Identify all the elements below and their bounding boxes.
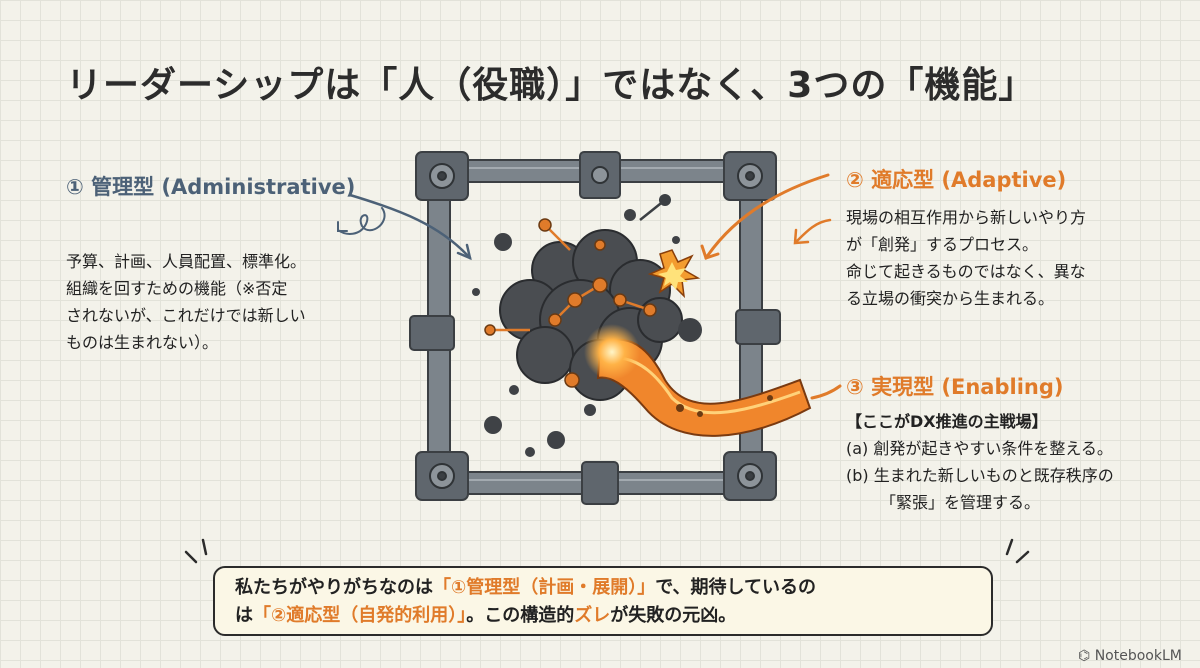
desc-line: (a) 創発が起きやすい条件を整える。: [846, 439, 1113, 458]
adaptive-description: 現場の相互作用から新しいやり方 が「創発」するプロセス。 命じて起きるものではな…: [846, 204, 1086, 312]
arrow-enabling: [810, 384, 842, 400]
energy-flow: [584, 324, 812, 437]
enabling-description: 【ここがDX推進の主戦場】 (a) 創発が起きやすい条件を整える。 (b) 生ま…: [846, 408, 1114, 516]
desc-line: 現場の相互作用から新しいやり方: [846, 208, 1087, 227]
callout-highlight: ズレ: [574, 605, 611, 626]
notebooklm-watermark: ⌬ NotebookLM: [1078, 648, 1182, 664]
desc-line: る立場の衝突から生まれる。: [846, 289, 1055, 308]
enabling-label: ③ 実現型 (Enabling): [846, 375, 1064, 399]
administrative-description: 予算、計画、人員配置、標準化。 組織を回すための機能（※否定 されないが、これだ…: [66, 248, 306, 356]
notebooklm-logo-icon: ⌬: [1078, 648, 1095, 664]
desc-line: 組織を回すための機能（※否定: [66, 279, 288, 298]
emphasis-marks: [184, 538, 1030, 564]
curl-icon: [337, 207, 386, 235]
molecule-dots: [484, 218, 657, 388]
callout-highlight: 「①管理型（計画・展開）」: [433, 577, 656, 598]
desc-line: 命じて起きるものではなく、異な: [846, 262, 1086, 281]
debris: [472, 209, 702, 457]
arrow-admin: [348, 193, 472, 261]
callout-highlight: 「②適応型（自発的利用）」: [253, 605, 467, 626]
desc-line: 【ここがDX推進の主戦場】: [846, 412, 1048, 431]
desc-line: が「創発」するプロセス。: [846, 235, 1039, 254]
callout-line-1: 私たちがやりがちなのは「①管理型（計画・展開）」で、期待しているの: [235, 574, 971, 602]
page-title: リーダーシップは「人（役職）」ではなく、3つの「機能」: [66, 65, 1036, 106]
curl-icon-adaptive: [793, 218, 832, 245]
watermark-text: NotebookLM: [1094, 648, 1182, 664]
desc-line: 「緊張」を管理する。: [880, 493, 1041, 512]
adaptive-label: ② 適応型 (Adaptive): [846, 168, 1067, 192]
arrow-adaptive: [700, 173, 830, 260]
callout-text: は: [235, 605, 253, 626]
callout-text: 。この構造的: [466, 605, 575, 626]
callout-text: で、期待しているの: [655, 577, 816, 598]
desc-line: (b) 生まれた新しいものと既存秩序の: [846, 466, 1114, 485]
administrative-label: ① 管理型 (Administrative): [66, 175, 356, 199]
callout-text: が失敗の元凶。: [610, 605, 737, 626]
summary-callout: 私たちがやりがちなのは「①管理型（計画・展開）」で、期待しているの は「②適応型…: [213, 566, 993, 636]
desc-line: 予算、計画、人員配置、標準化。: [66, 252, 307, 271]
desc-line: されないが、これだけでは新しい: [66, 306, 306, 325]
desc-line: ものは生まれない）。: [66, 333, 219, 352]
callout-line-2: は「②適応型（自発的利用）」。この構造的ズレが失敗の元凶。: [235, 602, 971, 630]
callout-text: 私たちがやりがちなのは: [235, 577, 433, 598]
gear-icon: [429, 163, 763, 489]
